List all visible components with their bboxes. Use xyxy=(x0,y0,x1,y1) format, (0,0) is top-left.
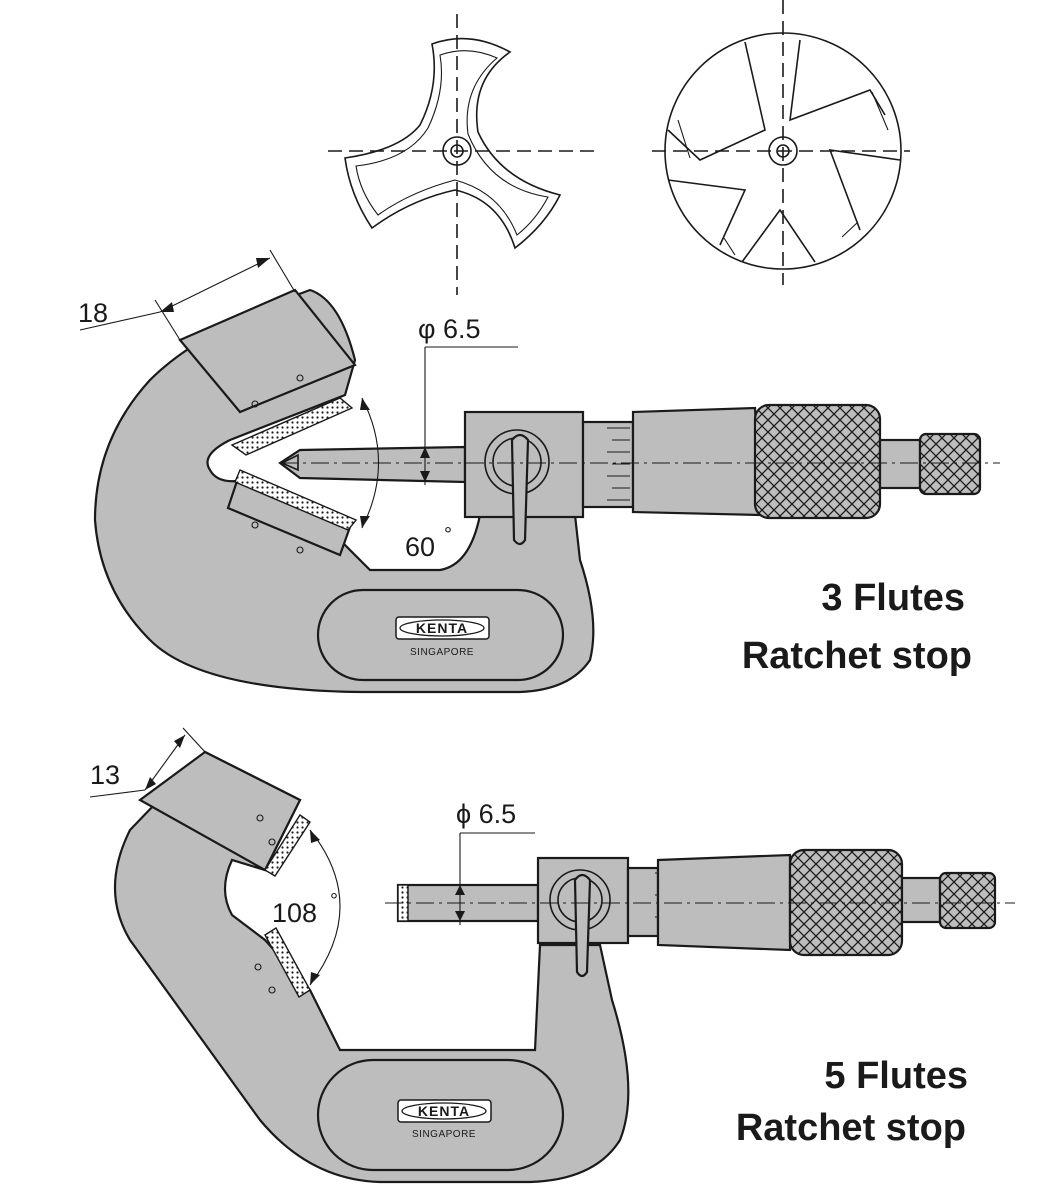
spindle-diameter-label: ϕ 6.5 xyxy=(456,799,516,829)
lock-lever xyxy=(510,433,530,546)
knurled-thimble xyxy=(753,403,882,520)
thimble xyxy=(656,853,792,952)
thimble xyxy=(631,406,762,517)
ratchet-knob xyxy=(938,871,997,930)
ratchet-neck xyxy=(878,438,922,490)
angle-label: 60 xyxy=(405,532,435,562)
upper-jaw xyxy=(137,750,302,872)
angle-degree: ° xyxy=(444,524,452,546)
lock-lever xyxy=(573,873,592,978)
upper-anvil-face xyxy=(264,814,311,877)
brand-logo: KENTA xyxy=(418,1103,470,1119)
jaw-width-label: 13 xyxy=(90,760,120,790)
brand-subtitle: SINGAPORE xyxy=(412,1129,476,1140)
brand-logo: KENTA xyxy=(416,620,468,636)
angle-degree: ° xyxy=(330,890,338,912)
ratchet-neck xyxy=(900,876,942,924)
ratchet-knob xyxy=(918,432,982,496)
top-micrometer: KENTA SINGAPORE 18 φ 6.5 60 ° 3 Flutes R… xyxy=(78,249,1000,694)
angle-label: 108 xyxy=(272,898,317,928)
stop-title: Ratchet stop xyxy=(736,1107,966,1149)
stop-title: Ratchet stop xyxy=(742,635,972,677)
brand-subtitle: SINGAPORE xyxy=(410,647,474,658)
upper-jaw xyxy=(178,288,357,414)
spindle xyxy=(278,445,467,484)
spindle-diameter-label: φ 6.5 xyxy=(418,314,481,344)
three-flute-cross-section xyxy=(328,14,600,295)
sleeve xyxy=(626,866,660,938)
bottom-micrometer: KENTA SINGAPORE 13 ϕ 6.5 108 ° 5 Flutes … xyxy=(89,727,1015,1184)
flutes-title: 3 Flutes xyxy=(821,577,965,619)
lower-anvil-face xyxy=(234,469,358,531)
jaw-width-label: 18 xyxy=(78,298,108,328)
upper-anvil-face xyxy=(230,397,354,456)
five-flute-cross-section xyxy=(652,0,910,285)
lower-anvil-face xyxy=(264,927,311,998)
flutes-title: 5 Flutes xyxy=(824,1055,968,1097)
